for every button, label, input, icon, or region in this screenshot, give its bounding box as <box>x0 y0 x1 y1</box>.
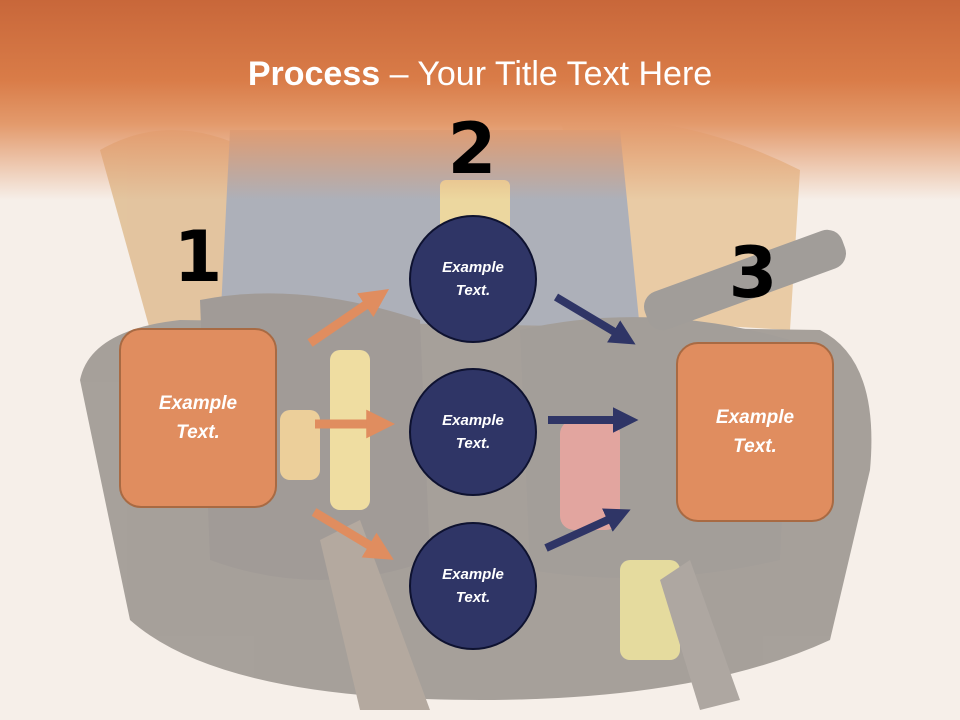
process-box-right: Example Text. <box>676 342 834 522</box>
step-number-2: 2 <box>447 108 497 190</box>
step-number-1: 1 <box>173 216 223 298</box>
step-number-3: 3 <box>728 232 778 314</box>
process-box-left: Example Text. <box>119 328 277 508</box>
process-circle-middle: Example Text. <box>409 368 537 496</box>
process-circle-bottom: Example Text. <box>409 522 537 650</box>
title-bold-part: Process <box>247 55 381 93</box>
slide-title: Process – Your Title Text Here <box>0 52 960 96</box>
title-rest-part: Your Title Text Here <box>417 55 713 93</box>
title-dash: – <box>380 55 418 93</box>
title-band <box>0 0 960 200</box>
process-circle-top: Example Text. <box>409 215 537 343</box>
